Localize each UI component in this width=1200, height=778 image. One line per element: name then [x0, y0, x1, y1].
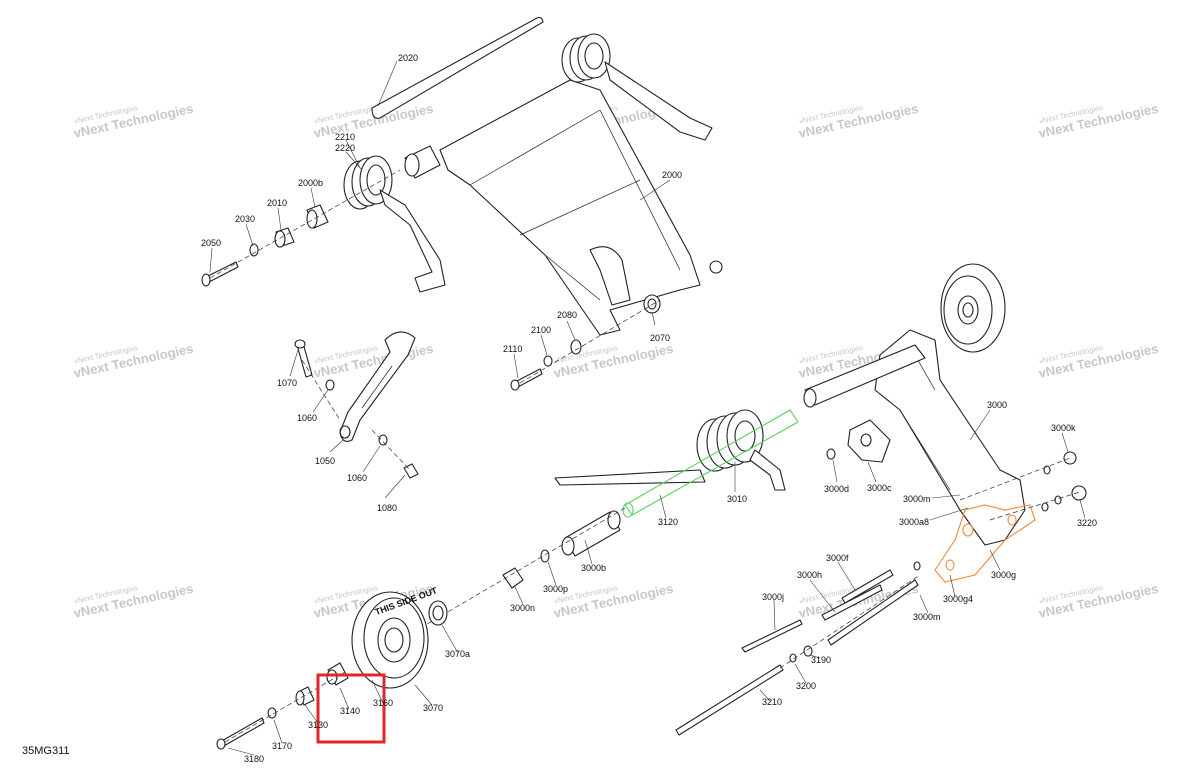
nut-3000d[interactable]: [826, 448, 836, 460]
label-2080: 2080: [557, 310, 577, 320]
sleeve-3000b[interactable]: [561, 510, 621, 557]
torsion-spring-upper[interactable]: [561, 33, 611, 83]
nut-3220[interactable]: [1071, 485, 1087, 501]
label-2210: 2210: [335, 132, 355, 142]
bolt-3210[interactable]: [675, 664, 784, 736]
label-3070: 3070: [423, 703, 443, 713]
label-1080: 1080: [377, 503, 397, 513]
label-3210: 3210: [762, 697, 782, 707]
label-3000m-b: 3000m: [913, 612, 941, 622]
watermark: vNext Technologies vNext Technologies: [72, 341, 194, 381]
upper-arm-assembly: [201, 16, 723, 391]
label-3180: 3180: [244, 754, 264, 764]
bearing-3070a[interactable]: [428, 600, 448, 626]
label-2220: 2220: [335, 143, 355, 153]
label-3160: 3160: [373, 698, 393, 708]
watermark: vNext Technologies vNext Technologies: [1037, 341, 1159, 381]
link-assembly-1050: [294, 331, 419, 479]
label-3010: 3010: [727, 494, 747, 504]
washer-3190[interactable]: [803, 645, 813, 657]
label-3000c: 3000c: [867, 483, 892, 493]
watermark: vNext Technologies vNext Technologies: [72, 581, 194, 621]
label-3000n: 3000n: [510, 603, 535, 613]
label-2000b: 2000b: [298, 178, 323, 188]
label-1060-b: 1060: [347, 473, 367, 483]
label-3070a: 3070a: [445, 649, 470, 659]
washer-2080[interactable]: [570, 339, 582, 355]
watermark: vNext Technologies vNext Technologies: [1037, 581, 1159, 621]
rod-3000j[interactable]: [741, 619, 803, 653]
bolt-1070[interactable]: [294, 339, 313, 378]
diagram-code: 35MG311: [22, 745, 70, 757]
label-2020: 2020: [398, 53, 418, 63]
washer-1060b[interactable]: [378, 434, 388, 446]
label-3000a8: 3000a8: [899, 517, 929, 527]
label-1070: 1070: [277, 378, 297, 388]
watermark: vNext Technologies vNext Technologies: [797, 101, 919, 141]
label-2050: 2050: [201, 238, 221, 248]
bolt-2050[interactable]: [201, 261, 239, 287]
label-2030: 2030: [235, 214, 255, 224]
plate-3000g[interactable]: [934, 504, 1036, 583]
washer-2030[interactable]: [249, 243, 259, 257]
label-2070: 2070: [650, 333, 670, 343]
rod-3000m[interactable]: [827, 579, 919, 646]
label-3000: 3000: [987, 400, 1007, 410]
rod-3000h[interactable]: [821, 584, 883, 621]
label-3120: 3120: [658, 517, 678, 527]
label-2000: 2000: [662, 170, 682, 180]
label-3140: 3140: [340, 706, 360, 716]
highlight-box-3140: [316, 673, 386, 744]
label-3000g4: 3000g4: [943, 594, 973, 604]
label-3220: 3220: [1077, 518, 1097, 528]
bolt-2110[interactable]: [510, 368, 543, 391]
idler-wheel-top[interactable]: [940, 263, 1006, 353]
label-3000j: 3000j: [762, 592, 784, 602]
label-3190: 3190: [811, 655, 831, 665]
label-1060-a: 1060: [297, 413, 317, 423]
spring-leg-3010[interactable]: [554, 469, 706, 486]
label-3000k: 3000k: [1051, 423, 1076, 433]
leader-lines: [209, 60, 1086, 756]
nut-2070[interactable]: [643, 294, 661, 314]
label-3000m-a: 3000m: [903, 494, 931, 504]
label-3000g: 3000g: [991, 570, 1016, 580]
label-3000f: 3000f: [826, 553, 849, 563]
watermark: vNext Technologies vNext Technologies: [312, 101, 434, 141]
washer-1060[interactable]: [325, 379, 335, 391]
washer-3200[interactable]: [789, 653, 797, 663]
rod-2020[interactable]: [371, 16, 544, 119]
label-2100: 2100: [531, 325, 551, 335]
label-2110: 2110: [503, 344, 522, 354]
watermark: vNext Technologies vNext Technologies: [1037, 101, 1159, 141]
rod-3000f[interactable]: [841, 569, 894, 604]
label-3130: 3130: [308, 720, 328, 730]
bushing-3000n[interactable]: [502, 567, 524, 589]
label-3170: 3170: [272, 741, 292, 751]
spring-leg-2220[interactable]: [379, 189, 446, 293]
torsion-spring-2210[interactable]: [343, 155, 393, 210]
rear-suspension-assembly: [399, 263, 1087, 736]
washer-3000p[interactable]: [540, 549, 550, 563]
nut-3000k[interactable]: [1063, 451, 1077, 465]
label-3000p: 3000p: [543, 584, 568, 594]
label-1050: 1050: [315, 456, 335, 466]
bolt-3180[interactable]: [216, 717, 265, 750]
bracket-3000c[interactable]: [847, 419, 891, 463]
label-3200: 3200: [796, 681, 816, 691]
watermark: vNext Technologies vNext Technologies: [312, 341, 434, 381]
watermark: vNext Technologies vNext Technologies: [552, 581, 674, 621]
label-3000b: 3000b: [581, 563, 606, 573]
tube-3120[interactable]: [624, 409, 799, 516]
bushing-2010[interactable]: [274, 227, 295, 248]
label-2010: 2010: [267, 198, 287, 208]
label-3000d: 3000d: [824, 484, 849, 494]
bushing-3130[interactable]: [295, 686, 315, 706]
watermark: vNext Technologies vNext Technologies: [72, 101, 194, 141]
part-labels: 2020 2210 2220 2000b 2010 2030 2050 2000…: [201, 53, 1097, 764]
label-3000h: 3000h: [797, 570, 822, 580]
